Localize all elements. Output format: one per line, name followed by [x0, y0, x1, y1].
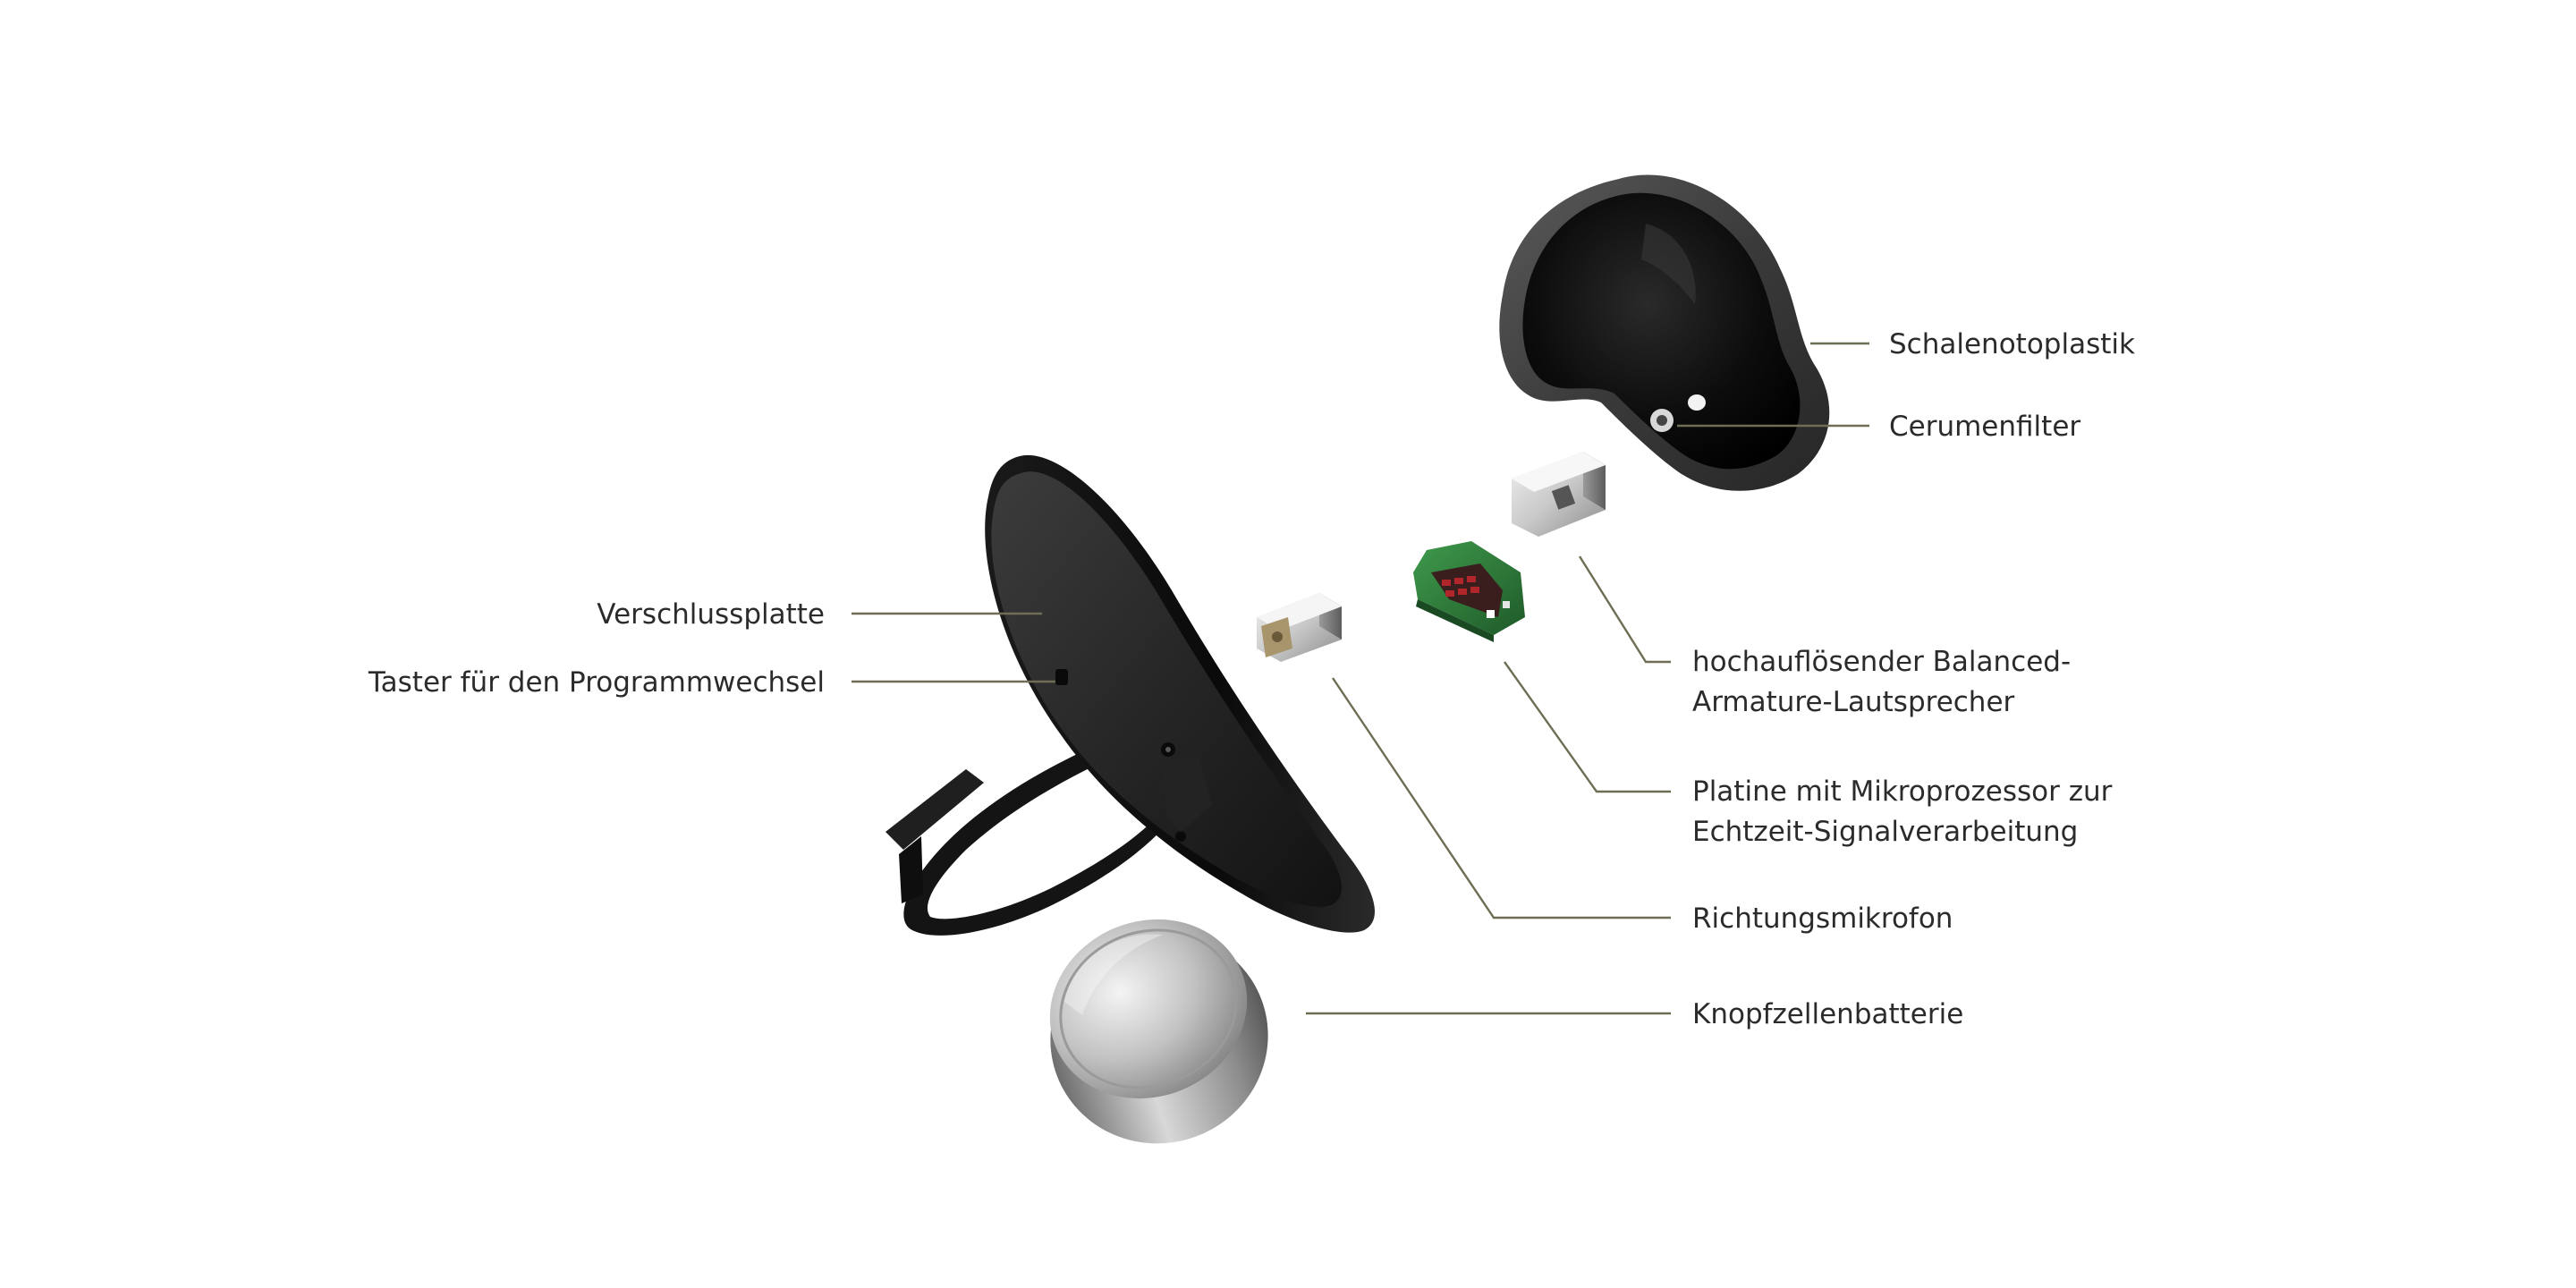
label-richtungsmikrofon: Richtungsmikrofon [1692, 902, 1953, 935]
ear-shell-highlight [1641, 224, 1696, 304]
label-verschlussplatte: Verschlussplatte [597, 598, 825, 631]
ear-shell-cavity [1522, 192, 1801, 470]
microphone-part [1257, 593, 1342, 662]
label-lautsprecher-line2: Armature-Lautsprecher [1692, 686, 2015, 718]
label-knopfzellenbatterie: Knopfzellenbatterie [1692, 998, 1963, 1030]
labels: Schalenotoplastik Cerumenfilter hochaufl… [368, 328, 2135, 1030]
cerumen-filter-inner [1657, 415, 1667, 426]
circuit-board-part [1413, 541, 1525, 642]
label-platine-line2: Echtzeit-Signalverarbeitung [1692, 816, 2078, 848]
receiver-part [1512, 452, 1606, 537]
leader-platine [1504, 661, 1671, 793]
label-lautsprecher-line1: hochauflösender Balanced- [1692, 646, 2071, 678]
leader-richtungsmikrofon [1332, 677, 1671, 919]
label-platine-line1: Platine mit Mikroprozessor zur [1692, 775, 2113, 808]
leader-lautsprecher [1578, 555, 1671, 664]
leader-lines [852, 342, 1869, 1015]
label-taster: Taster für den Programmwechsel [368, 666, 825, 699]
faceplate-part [886, 454, 1375, 936]
label-cerumenfilter: Cerumenfilter [1889, 411, 2080, 443]
ear-shell-part [1499, 174, 1830, 491]
program-button [1055, 669, 1068, 685]
battery-door-ring [903, 720, 1181, 936]
sound-outlet-opening [1688, 394, 1706, 411]
label-schalenotoplastik: Schalenotoplastik [1889, 328, 2135, 360]
faceplate-face [991, 471, 1342, 907]
battery-part [1049, 919, 1268, 1144]
